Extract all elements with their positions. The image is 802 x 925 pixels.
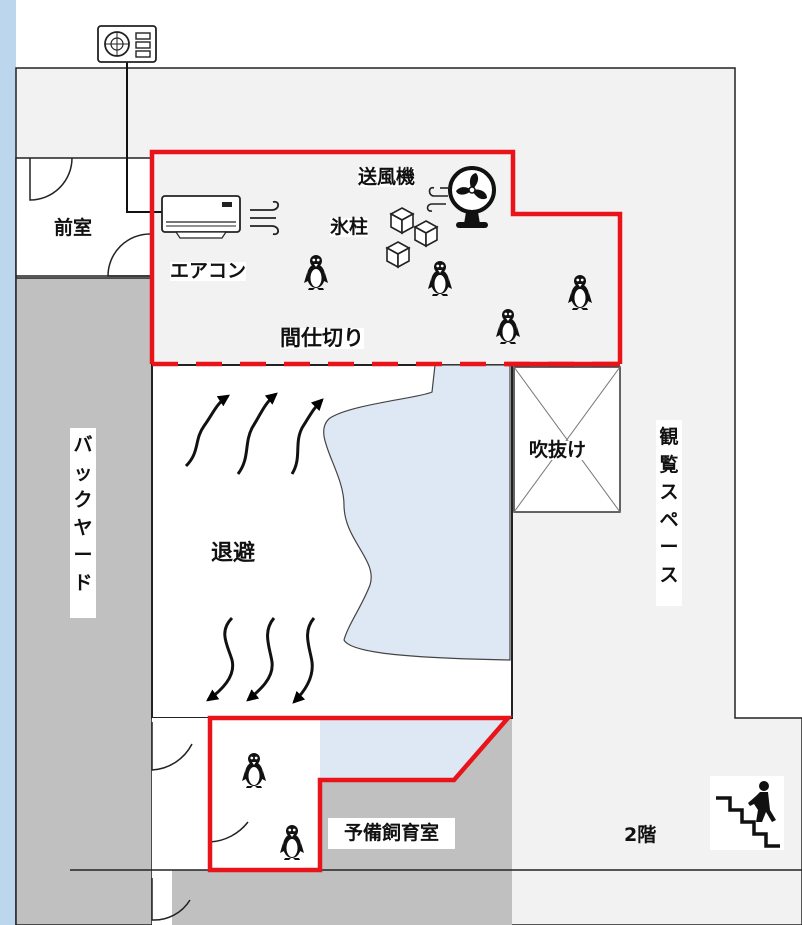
- spare-room-water: [320, 718, 508, 780]
- spare-room-label: 予備飼育室: [328, 818, 456, 849]
- spare-room-red-boundary: [207, 715, 513, 873]
- front-room-label: 前室: [54, 217, 93, 239]
- evacuation-label: 退避: [211, 541, 256, 566]
- spare-room-floor: [210, 718, 320, 870]
- air-conditioner-label: エアコン: [170, 260, 247, 282]
- airflow-icon: [250, 200, 280, 236]
- door-front-room-bottom: [107, 233, 151, 277]
- fan-icon: [448, 166, 496, 228]
- evacuation-arrows-bottom: [206, 616, 316, 704]
- door-spare-room: [151, 718, 249, 925]
- air-conditioner-icon: [161, 195, 241, 239]
- ice-pillar-label: 氷柱: [330, 216, 369, 238]
- atrium-label: 吹抜け: [529, 439, 587, 461]
- floor-label: 2階: [624, 824, 657, 846]
- atrium-box: [513, 366, 621, 513]
- fan-airflow-icon: [426, 186, 450, 212]
- observation-space-label: 観覧スペース: [656, 420, 682, 606]
- door-front-room-top: [29, 157, 73, 201]
- backyard-label: バックヤード: [70, 428, 96, 618]
- stairs-icon: [710, 776, 784, 850]
- upper-red-boundary: [149, 149, 623, 364]
- partition-label: 間仕切り: [280, 326, 364, 350]
- outdoor-unit-icon: [97, 25, 157, 63]
- blower-label: 送風機: [358, 166, 416, 188]
- evacuation-arrows-top: [184, 392, 324, 475]
- water-pool: [323, 364, 511, 661]
